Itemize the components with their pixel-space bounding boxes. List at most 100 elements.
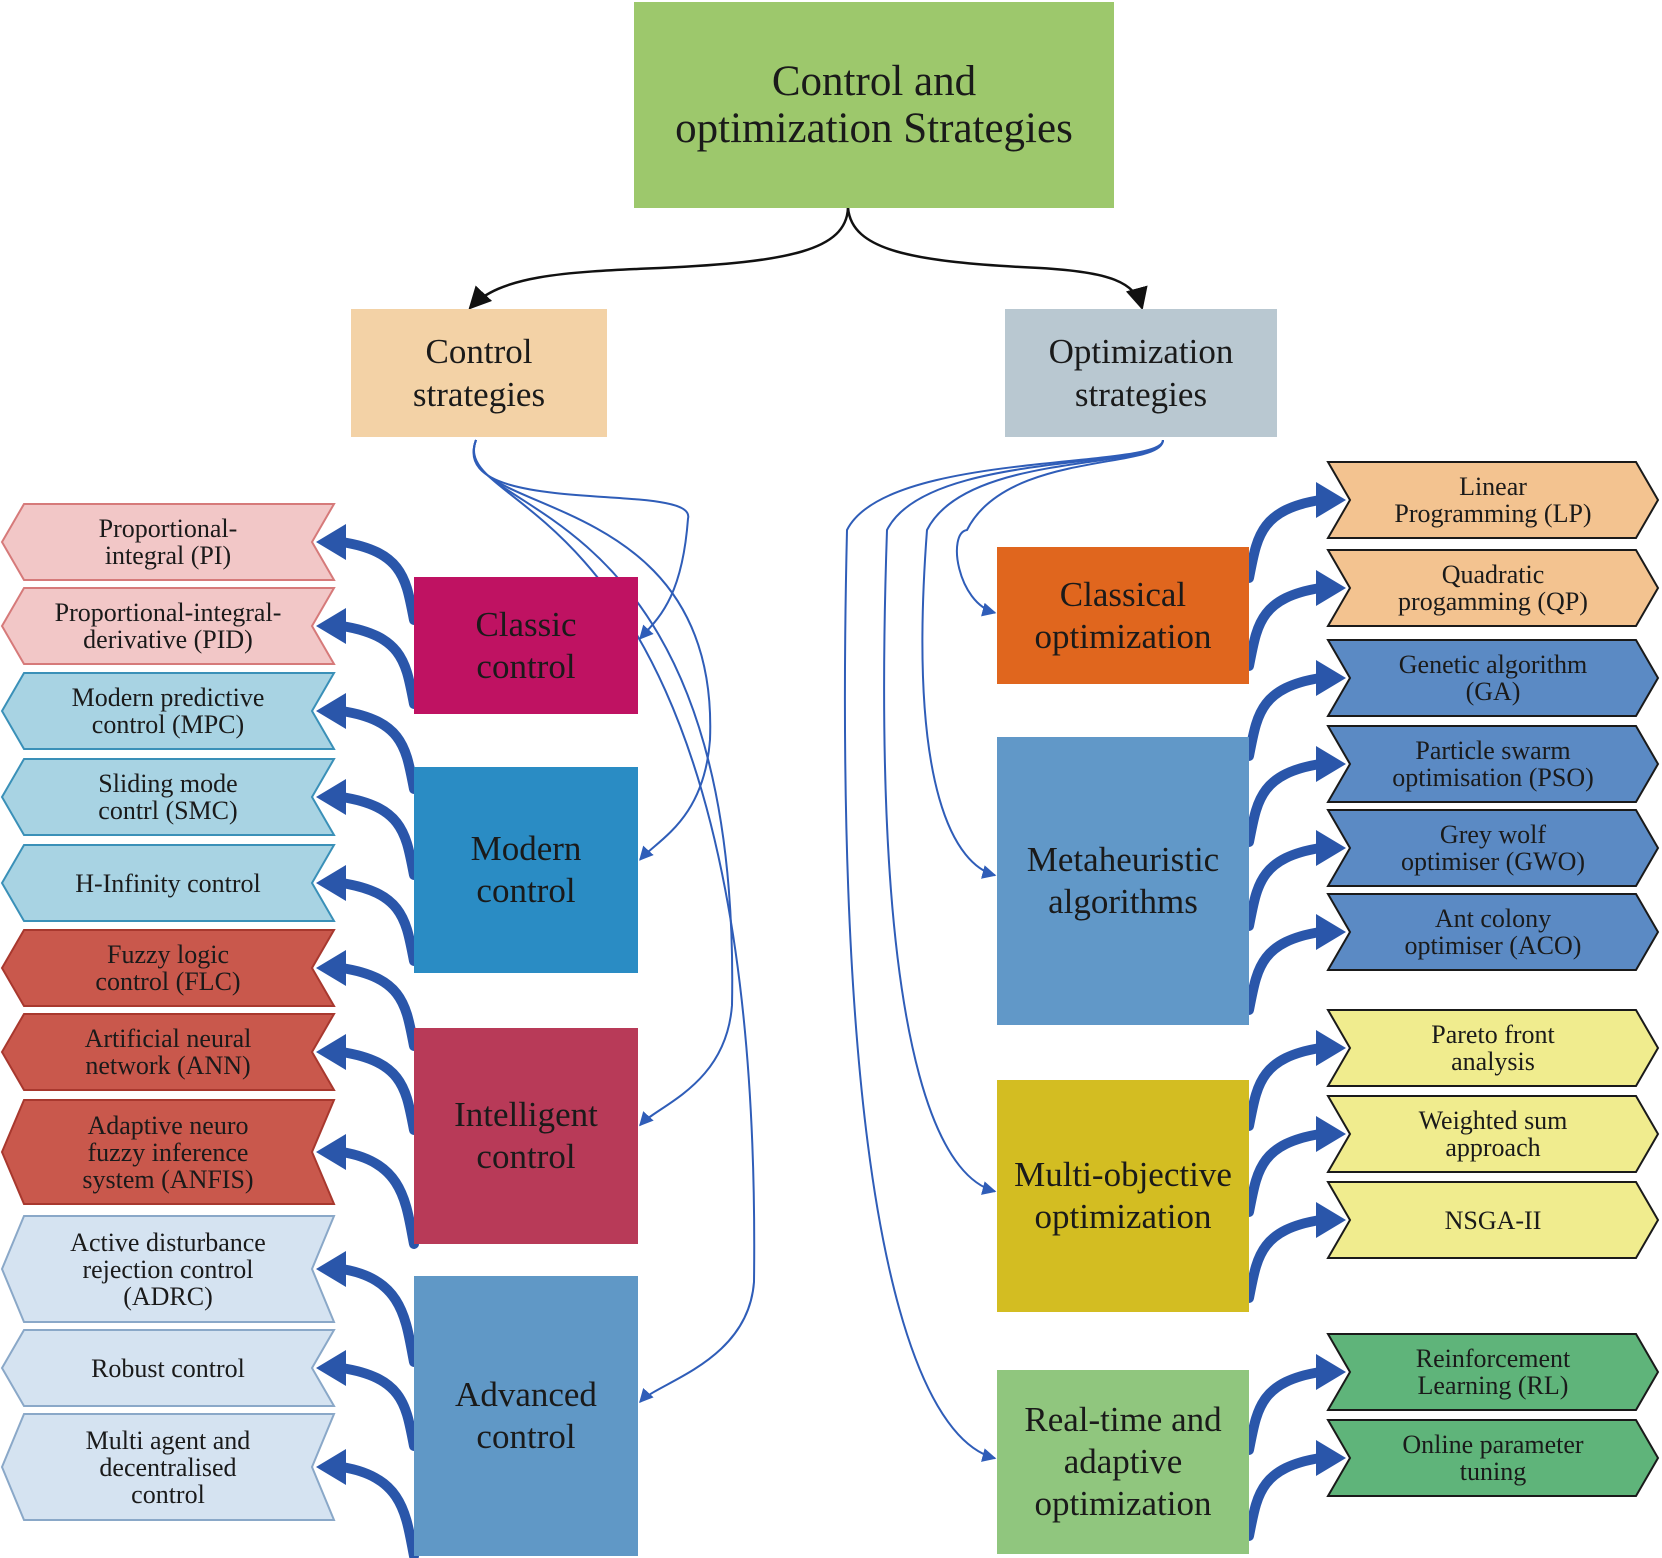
- optimization-to-classical-optimization-arrow: [955, 439, 1164, 617]
- control-curve-proportional-integral-derivative-pid: [337, 621, 419, 709]
- control-leaf-robust-control: Robust control: [91, 1353, 245, 1383]
- optimization-leaf-shape-genetic-algorithm-ga: [1326, 639, 1660, 717]
- optimization-leaf-nsga-ii: NSGA-II: [1444, 1205, 1542, 1235]
- control-curve-h-infinity-control: [337, 878, 419, 966]
- optimization-to-multi-objective-optimization-arrow: [883, 439, 1164, 1195]
- control-category-box-intelligent-control: [414, 1028, 638, 1244]
- control-curve-multi-agent-and-decentralised-control: [337, 1462, 419, 1558]
- optimization-curve-reinforcement-learning-rl: [1244, 1367, 1325, 1455]
- optimization-curve-ant-colony-optimiser-aco: [1244, 927, 1325, 1015]
- optimization-curve-quadratic-progamming-qp: [1244, 583, 1325, 671]
- control-leaf-shape-h-infinity-control: [0, 844, 336, 922]
- optimization-leaf-grey-wolf-optimiser-gwo: Grey wolf optimiser (GWO): [1400, 820, 1586, 876]
- control-curve-adaptive-neuro-fuzzy-inference-system-anfis: [337, 1147, 419, 1249]
- control-curve-sliding-mode-contrl-smc: [337, 792, 419, 880]
- control-leaf-shape-proportional-integral-derivative-pid: [0, 587, 336, 665]
- optimization-curve-head-nsga-ii: [1316, 1202, 1346, 1238]
- control-leaf-shape-adaptive-neuro-fuzzy-inference-system-anfis: [0, 1099, 336, 1205]
- control-curve-head-h-infinity-control: [316, 865, 346, 901]
- control-category-box-advanced-control: [414, 1276, 638, 1556]
- control-category-modern-control: Modern control: [470, 829, 582, 910]
- control-leaf-fuzzy-logic-control-flc: Fuzzy logic control (FLC): [95, 940, 241, 996]
- optimization-curve-linear-programming-lp: [1244, 495, 1325, 583]
- control-leaf-artificial-neural-network-ann: Artificial neural network (ANN): [84, 1024, 252, 1080]
- optimization-curve-head-particle-swarm-optimisation-pso: [1316, 746, 1346, 782]
- control-strategies-box: [351, 309, 607, 437]
- optimization-leaf-shape-grey-wolf-optimiser-gwo: [1326, 809, 1660, 887]
- optimization-leaf-ant-colony-optimiser-aco: Ant colony optimiser (ACO): [1404, 904, 1582, 960]
- control-curve-proportional-integral-pi: [337, 537, 419, 625]
- optimization-to-metaheuristic-algorithms-arrow: [921, 439, 1164, 879]
- control-leaf-h-infinity-control: H-Infinity control: [75, 868, 261, 898]
- optimization-curve-genetic-algorithm-ga: [1244, 673, 1325, 761]
- control-curve-head-robust-control: [316, 1350, 346, 1386]
- control-curve-head-adaptive-neuro-fuzzy-inference-system-anfis: [316, 1134, 346, 1170]
- optimization-leaf-shape-pareto-front-analysis: [1326, 1009, 1660, 1087]
- optimization-curve-online-parameter-tuning: [1244, 1453, 1325, 1541]
- control-leaf-shape-robust-control: [0, 1329, 336, 1407]
- root-to-control-arrow: [468, 207, 850, 310]
- optimization-leaf-weighted-sum-approach: Weighted sum approach: [1418, 1106, 1568, 1162]
- control-leaf-adaptive-neuro-fuzzy-inference-system-anfis: Adaptive neuro fuzzy inference system (A…: [82, 1110, 254, 1194]
- control-category-intelligent-control: Intelligent control: [454, 1095, 598, 1176]
- root-box: [634, 2, 1114, 208]
- control-strategies-node: Control strategies: [412, 332, 546, 414]
- optimization-leaf-quadratic-progamming-qp: Quadratic progamming (QP): [1398, 560, 1588, 616]
- optimization-curve-head-weighted-sum-approach: [1316, 1116, 1346, 1152]
- control-curve-head-multi-agent-and-decentralised-control: [316, 1449, 346, 1485]
- optimization-curve-weighted-sum-approach: [1244, 1129, 1325, 1217]
- optimization-category-classical-optimization: Classical optimization: [1034, 574, 1212, 656]
- control-curve-robust-control: [337, 1363, 419, 1451]
- optimization-curve-head-ant-colony-optimiser-aco: [1316, 914, 1346, 950]
- root-node: Control and optimization Strategies: [675, 58, 1073, 152]
- optimization-leaf-shape-nsga-ii: [1326, 1181, 1660, 1259]
- control-leaf-shape-sliding-mode-contrl-smc: [0, 758, 336, 836]
- optimization-curve-head-pareto-front-analysis: [1316, 1030, 1346, 1066]
- optimization-category-box-classical-optimization: [997, 547, 1249, 684]
- control-curve-fuzzy-logic-control-flc: [337, 963, 419, 1051]
- control-category-advanced-control: Advanced control: [455, 1375, 597, 1456]
- control-category-box-classic-control: [414, 577, 638, 714]
- control-curve-head-modern-predictive-control-mpc: [316, 693, 346, 729]
- optimization-curve-pareto-front-analysis: [1244, 1043, 1325, 1131]
- optimization-leaf-shape-reinforcement-learning-rl: [1326, 1333, 1660, 1411]
- optimization-leaf-pareto-front-analysis: Pareto front analysis: [1431, 1020, 1555, 1076]
- control-leaf-shape-fuzzy-logic-control-flc: [0, 929, 336, 1007]
- control-curve-head-proportional-integral-pi: [316, 524, 346, 560]
- optimization-leaf-shape-ant-colony-optimiser-aco: [1326, 893, 1660, 971]
- optimization-leaf-shape-weighted-sum-approach: [1326, 1095, 1660, 1173]
- control-leaf-shape-proportional-integral-pi: [0, 503, 336, 581]
- control-to-advanced-control-arrow: [473, 439, 756, 1404]
- optimization-curve-head-reinforcement-learning-rl: [1316, 1354, 1346, 1390]
- optimization-category-box-real-time-and-adaptive-optimization: [997, 1370, 1249, 1554]
- control-leaf-shape-modern-predictive-control-mpc: [0, 672, 336, 750]
- optimization-curve-particle-swarm-optimisation-pso: [1244, 759, 1325, 847]
- optimization-curve-grey-wolf-optimiser-gwo: [1244, 843, 1325, 931]
- optimization-leaf-particle-swarm-optimisation-pso: Particle swarm optimisation (PSO): [1392, 736, 1594, 792]
- optimization-curve-nsga-ii: [1244, 1215, 1325, 1303]
- control-leaf-shape-multi-agent-and-decentralised-control: [0, 1413, 336, 1521]
- optimization-leaf-reinforcement-learning-rl: Reinforcement Learning (RL): [1415, 1344, 1571, 1400]
- optimization-leaf-genetic-algorithm-ga: Genetic algorithm (GA): [1398, 650, 1588, 706]
- optimization-to-real-time-and-adaptive-optimization-arrow: [843, 439, 1164, 1462]
- control-curve-active-disturbance-rejection-control-adrc: [337, 1264, 419, 1367]
- optimization-leaf-online-parameter-tuning: Online parameter tuning: [1402, 1430, 1584, 1486]
- optimization-leaf-shape-quadratic-progamming-qp: [1326, 549, 1660, 627]
- control-leaf-active-disturbance-rejection-control-adrc: Active disturbance rejection control (AD…: [70, 1227, 266, 1311]
- control-curve-head-fuzzy-logic-control-flc: [316, 950, 346, 986]
- optimization-strategies-node: Optimization strategies: [1048, 332, 1234, 414]
- control-leaf-modern-predictive-control-mpc: Modern predictive control (MPC): [71, 683, 265, 739]
- optimization-leaf-shape-particle-swarm-optimisation-pso: [1326, 725, 1660, 803]
- control-curve-artificial-neural-network-ann: [337, 1047, 419, 1135]
- control-curve-modern-predictive-control-mpc: [337, 706, 419, 794]
- optimization-curve-head-linear-programming-lp: [1316, 482, 1346, 518]
- optimization-leaf-shape-linear-programming-lp: [1326, 461, 1660, 539]
- optimization-curve-head-quadratic-progamming-qp: [1316, 570, 1346, 606]
- control-to-classic-control-arrow: [472, 439, 690, 640]
- control-leaf-multi-agent-and-decentralised-control: Multi agent and decentralised control: [85, 1425, 251, 1509]
- root-to-optimization-arrow: [846, 207, 1148, 311]
- control-leaf-proportional-integral-derivative-pid: Proportional-integral- derivative (PID): [54, 598, 282, 654]
- control-leaf-sliding-mode-contrl-smc: Sliding mode contrl (SMC): [98, 769, 238, 825]
- control-leaf-proportional-integral-pi: Proportional- integral (PI): [98, 514, 238, 570]
- optimization-category-metaheuristic-algorithms: Metaheuristic algorithms: [1026, 840, 1220, 921]
